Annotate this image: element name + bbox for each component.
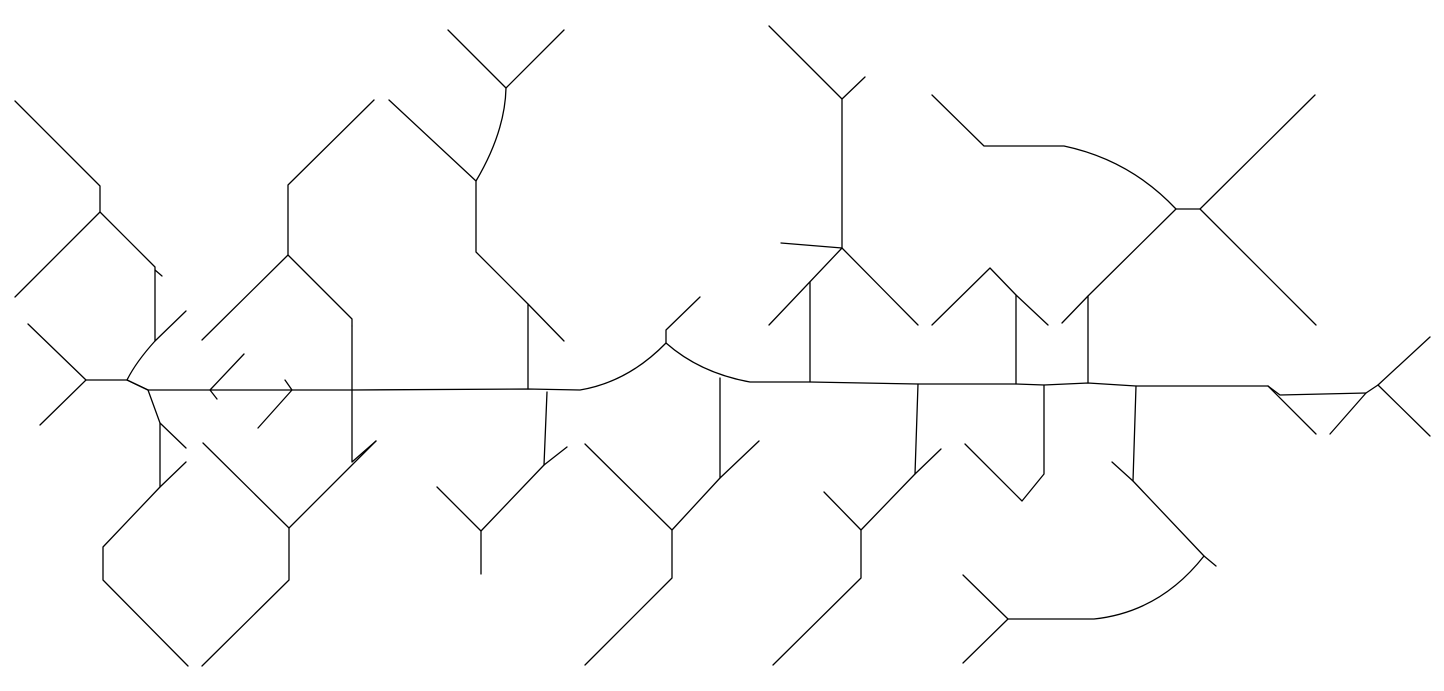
skeleton-edge-21 [527,303,565,342]
skeleton-edge-46 [962,555,1205,664]
skeleton-edge-45 [1132,480,1217,567]
skeleton-edge-8 [126,379,187,449]
skeleton-edge-36 [1061,208,1177,324]
skeleton-edge-25 [665,296,701,344]
skeleton-edge-40 [914,383,942,475]
skeleton-edge-32 [768,247,843,326]
skeleton-edge-31 [841,247,919,326]
skeleton-edge-47 [962,574,1009,620]
skeleton-edge-44 [1111,385,1137,482]
skeleton-edge-43 [964,384,1045,502]
skeleton-edge-13 [209,353,245,400]
skeleton-edge-35 [1199,208,1317,326]
skeleton-edge-10 [102,461,189,667]
skeleton-edge-50 [1377,384,1431,437]
skeleton-edge-34 [931,94,1316,210]
skeleton-edge-18 [447,29,565,89]
skeleton-edge-19 [475,87,507,182]
skeleton-edge-49 [1329,336,1431,435]
skeleton-edge-14 [257,379,293,429]
skeleton-edge-24 [436,486,482,532]
skeleton-edge-5 [154,310,187,342]
skeleton-edge-48 [1267,385,1317,435]
skeleton-edge-27 [584,443,673,666]
skeleton-edge-12 [288,440,377,529]
skeleton-edge-29 [768,25,866,100]
skeleton-edge-15 [201,99,375,341]
skeleton-edge-30 [780,98,843,249]
skeleton-edge-41 [772,473,916,666]
skeleton-edge-28 [671,477,721,531]
skeleton-edge-6 [27,323,87,426]
skeleton-edge-38 [931,267,1049,326]
skeleton-edge-22 [543,391,568,466]
skeleton-edge-23 [480,464,545,575]
skeleton-edge-11 [201,442,290,667]
skeleton-edge-42 [823,491,862,531]
skeleton-edge-26 [719,377,760,479]
skeleton-edge-20 [388,99,529,390]
skeleton-edge-1 [147,342,1367,396]
skeleton-edge-16 [287,254,353,327]
skeleton-edge-2 [14,100,101,298]
skeleton-edge-3 [99,211,156,381]
skeleton-edge-4 [154,269,163,277]
skeleton-edge-17 [351,325,377,463]
